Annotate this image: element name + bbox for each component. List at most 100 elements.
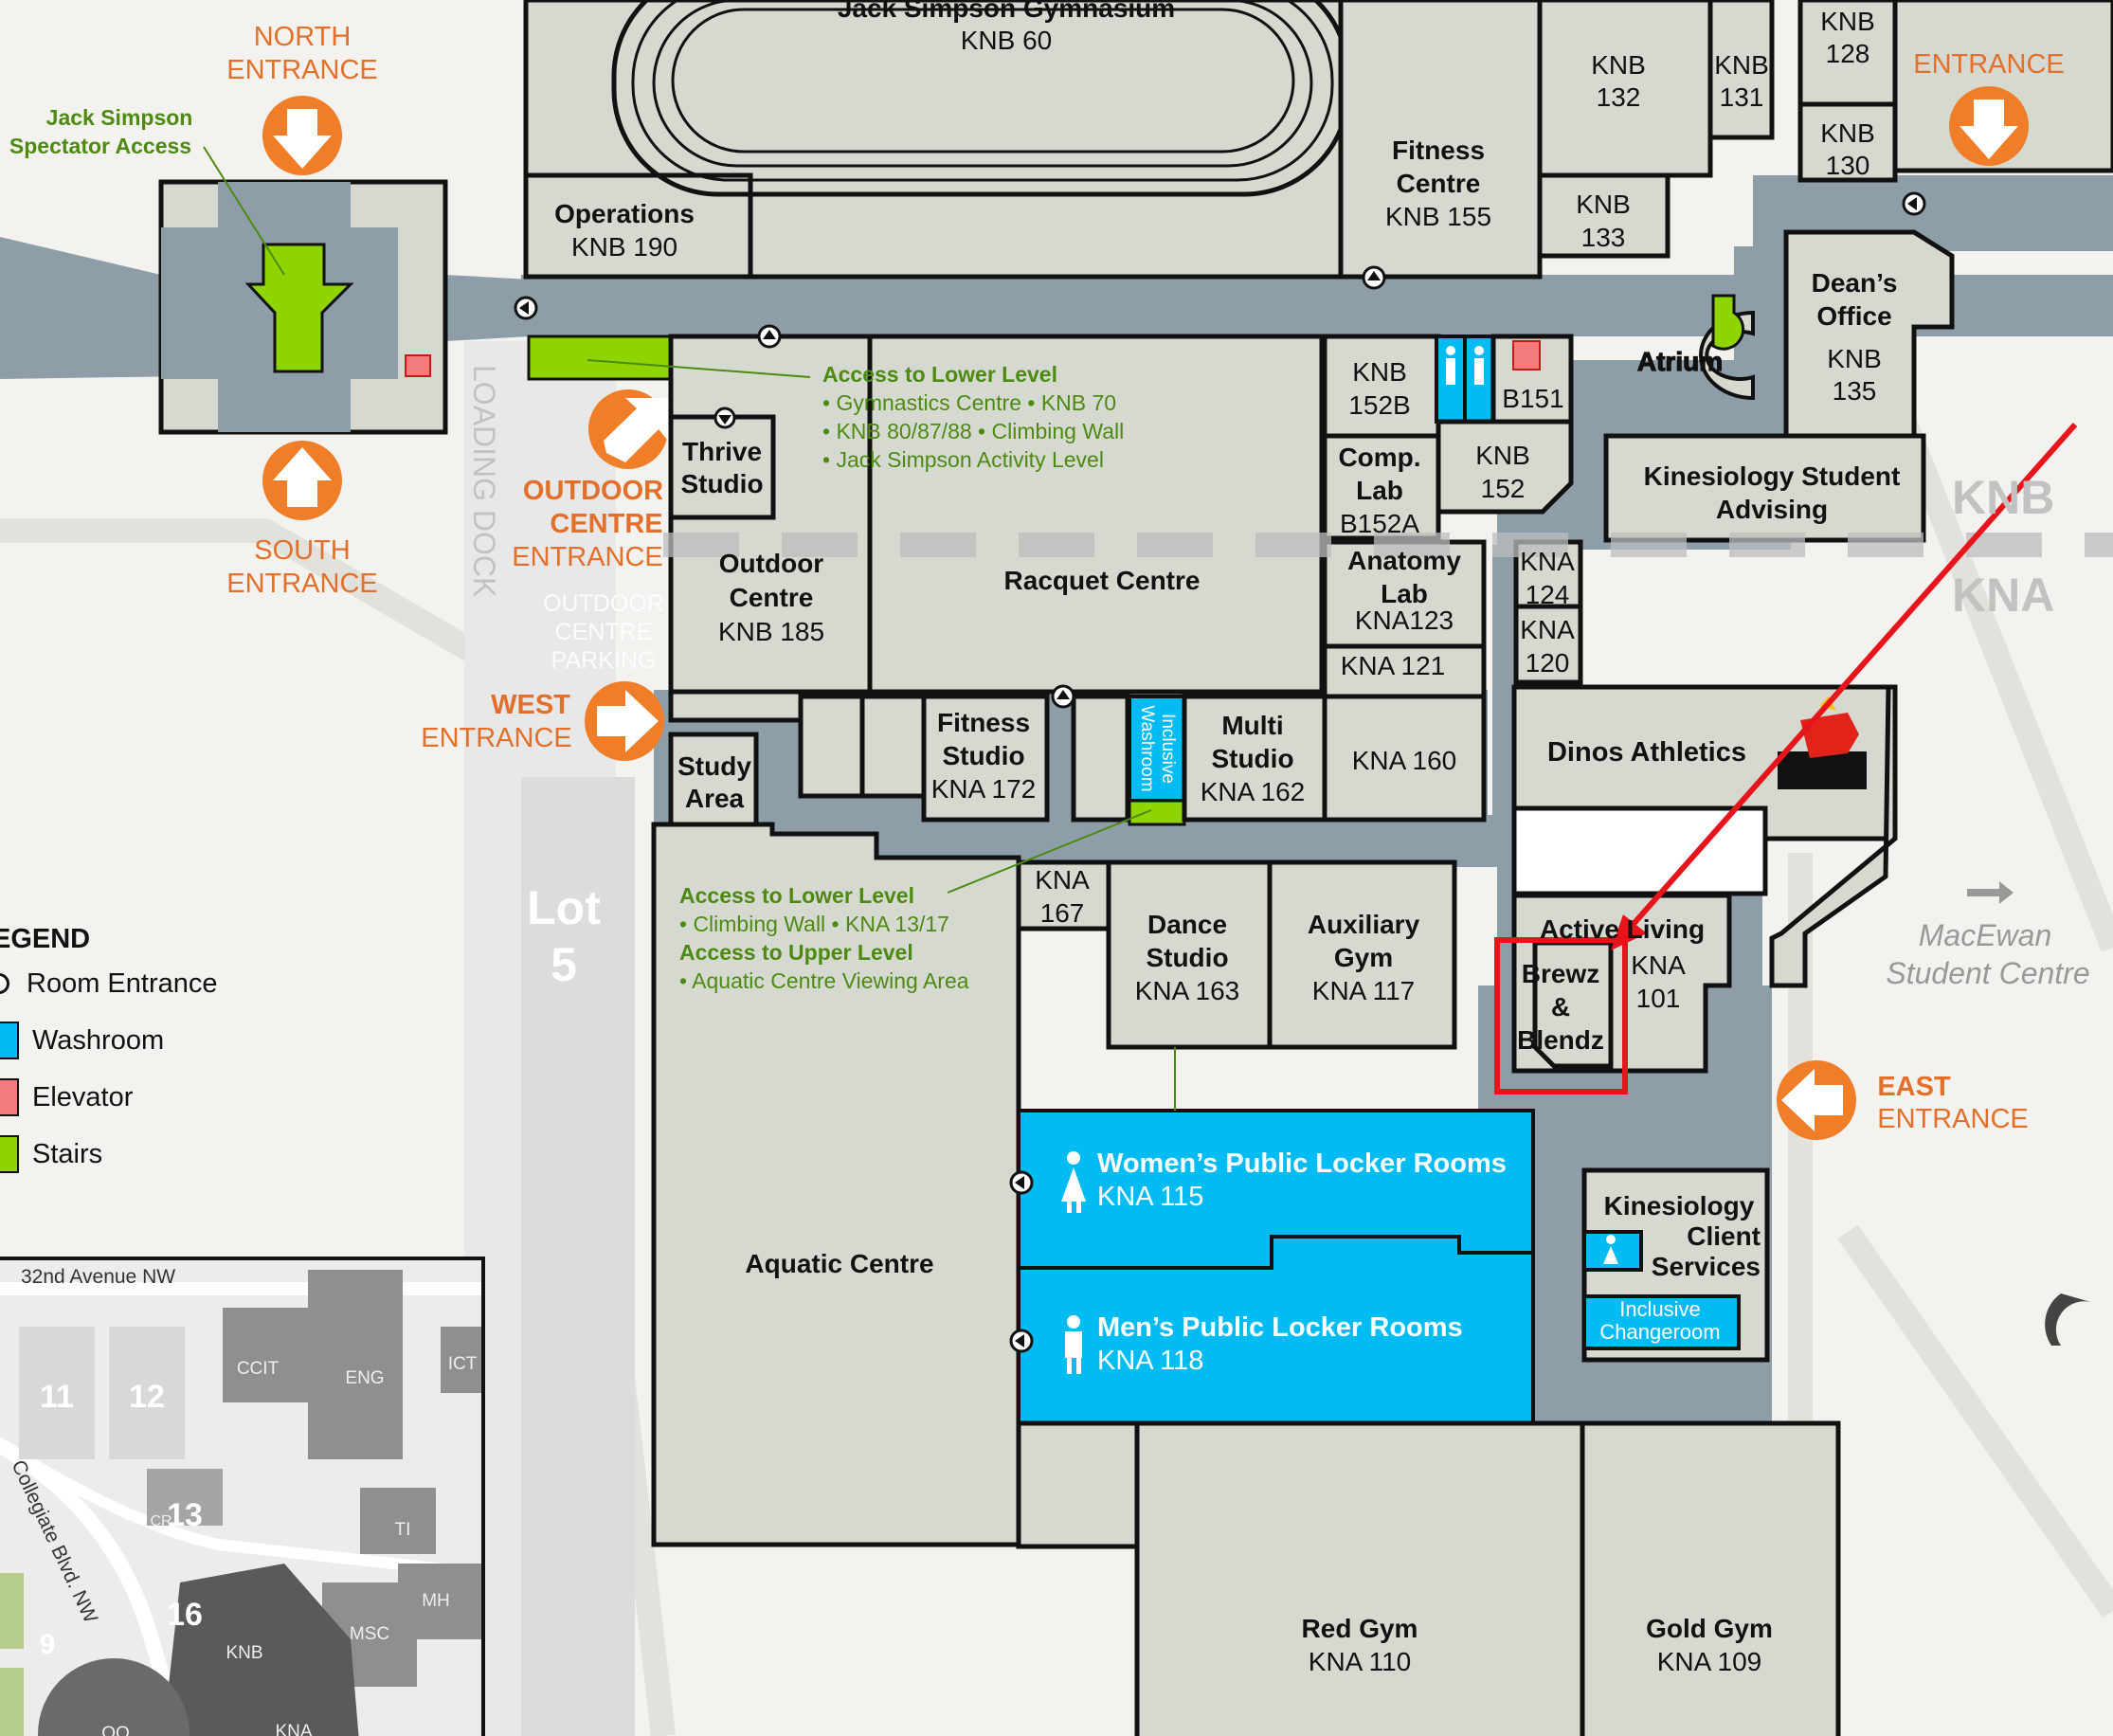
northeast-entrance-label: ENTRANCE	[1913, 49, 2065, 80]
upper-access-title: Access to Upper Level	[679, 940, 913, 965]
curved-path-icon	[2045, 1293, 2094, 1346]
parking-lot-area	[521, 777, 635, 1736]
inset-lot-12: 12	[129, 1379, 165, 1415]
legend-label: Washroom	[32, 1024, 165, 1056]
washroom-swatch	[0, 1022, 19, 1059]
legend-label: Elevator	[32, 1081, 134, 1112]
north-vestibule	[158, 179, 448, 435]
lower-access-title-2: Access to Lower Level	[679, 883, 914, 908]
legend: EGEND Room Entrance Washroom Elevator St…	[0, 924, 284, 1183]
stairs-lower-level	[527, 335, 673, 381]
room-entrance-icon	[1051, 684, 1075, 709]
stairs-swatch	[0, 1135, 19, 1173]
knb-divider-label: KNB	[1952, 471, 2054, 524]
aquatic-label: Aquatic Centre	[745, 1249, 933, 1278]
inset-bldg-label: CCIT	[237, 1359, 280, 1379]
middle-right-rooms	[1322, 334, 1926, 699]
atrium	[1699, 294, 1755, 401]
inset-bldg-label: KNB	[226, 1643, 262, 1663]
inset-bldg-label: TI	[395, 1520, 411, 1540]
room-entrance-icon	[1009, 1329, 1034, 1353]
racquet-label: Racquet Centre	[1004, 566, 1201, 595]
fitness-centre-room	[1338, 0, 1543, 280]
lower-access-item: • Gymnastics Centre • KNB 70	[822, 390, 1116, 415]
legend-row-elevator: Elevator	[0, 1069, 284, 1126]
room-entrance-icon	[514, 296, 538, 320]
active-living-label: Active Living	[1540, 914, 1705, 944]
brewz-label: Brewz&Blendz	[1517, 959, 1604, 1055]
upper-access-item: • Aquatic Centre Viewing Area	[679, 968, 969, 993]
lower-access-item: • KNB 80/87/88 • Climbing Wall	[822, 419, 1124, 443]
inset-lot-13: 13	[167, 1497, 203, 1533]
atrium-label: Atrium	[1637, 347, 1723, 376]
arrow-down-icon	[1949, 86, 2029, 166]
room-entrance-markers	[514, 191, 1926, 1353]
arrow-up-icon	[262, 441, 342, 520]
inset-lot-16: 16	[167, 1597, 203, 1633]
kna121-label: KNA 121	[1341, 651, 1446, 680]
lower-access-item: • Climbing Wall • KNA 13/17	[679, 912, 949, 936]
dinos-athletics-label: Dinos Athletics	[1547, 737, 1746, 768]
inset-bldg-label: ICT	[448, 1354, 478, 1374]
inset-bldg-label: MH	[422, 1591, 450, 1611]
inset-lot-9: 9	[40, 1629, 56, 1660]
stairs-spectator-access	[244, 243, 354, 373]
room-entrance-icon	[1902, 191, 1926, 216]
legend-row-washroom: Washroom	[0, 1012, 284, 1069]
room-entrance-icon	[1009, 1170, 1034, 1195]
elevator-swatch	[0, 1078, 19, 1116]
room-entrance-icon	[713, 407, 736, 429]
inclusive-washroom-label: InclusiveWashroom	[1137, 705, 1178, 791]
leader-lines	[203, 146, 1176, 1111]
arrow-down-icon	[262, 96, 342, 175]
lower-access-item: • Jack Simpson Activity Level	[822, 447, 1104, 472]
middle-left-rooms	[527, 334, 1487, 827]
inset-bldg-label: MSC	[350, 1624, 389, 1644]
highlight-annotation	[1494, 423, 2078, 1094]
arrow-left-icon	[1777, 1060, 1856, 1140]
room-entrance-icon	[0, 973, 9, 994]
room-entrance-icon	[1362, 265, 1386, 290]
inset-canvas: 32nd Avenue NW Collegiate Blvd. NW 11 12…	[0, 1260, 481, 1736]
inset-street-label: 32nd Avenue NW	[21, 1266, 175, 1288]
macewan-arrow-icon	[1967, 881, 2014, 904]
entrance-arrows	[262, 86, 2029, 1140]
inset-bldg-label: KNA	[275, 1722, 312, 1736]
elevator-north	[405, 354, 431, 377]
legend-label: Room Entrance	[27, 967, 218, 999]
